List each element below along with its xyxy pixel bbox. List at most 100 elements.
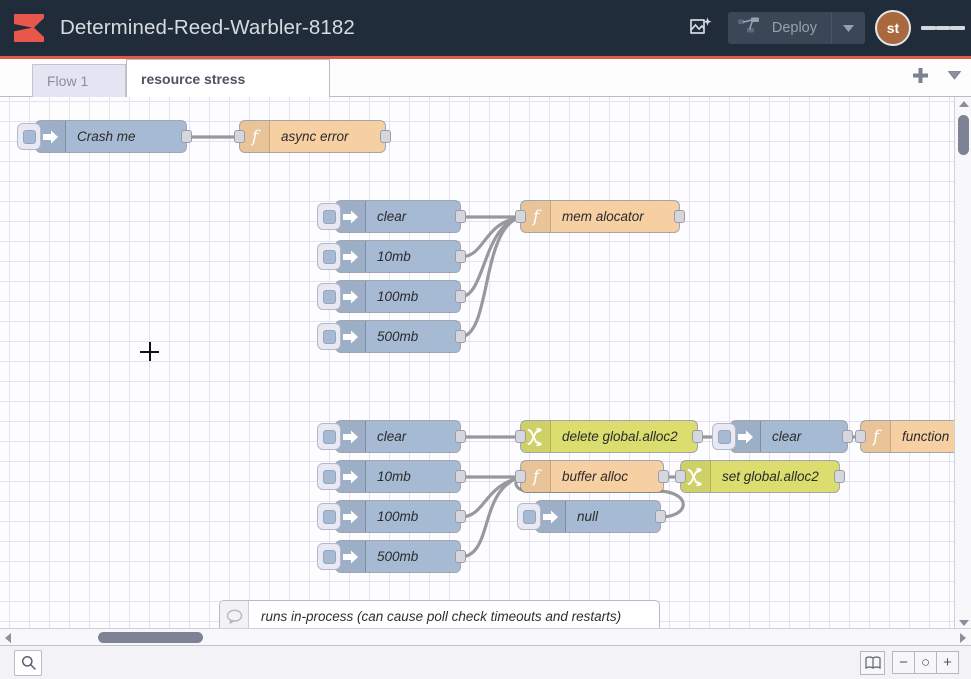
inject-trigger-button[interactable] <box>712 423 736 450</box>
chevron-down-icon[interactable] <box>937 62 971 90</box>
node-label: null <box>566 509 608 524</box>
node-body: fmem alocator <box>521 201 679 232</box>
hamburger-menu-icon[interactable] <box>921 0 965 56</box>
node-output-port[interactable] <box>455 210 466 223</box>
node-n6[interactable]: 500mb <box>336 321 460 352</box>
flow-canvas[interactable]: Crash mefasync errorclear10mb100mb500mbf… <box>0 97 971 645</box>
node-n17[interactable]: null <box>536 501 660 532</box>
avatar[interactable]: st <box>875 10 911 46</box>
node-input-port[interactable] <box>515 470 526 483</box>
navigator-book-icon[interactable] <box>860 651 885 675</box>
node-body: 10mb <box>336 241 460 272</box>
deploy-dropdown-caret[interactable] <box>831 12 865 44</box>
search-icon[interactable] <box>14 650 42 676</box>
node-body: null <box>536 501 660 532</box>
node-label: 100mb <box>366 289 428 304</box>
node-output-port[interactable] <box>455 430 466 443</box>
node-n2[interactable]: fasync error <box>240 121 385 152</box>
deploy-icon <box>738 17 762 39</box>
node-n5[interactable]: 100mb <box>336 281 460 312</box>
inject-trigger-button[interactable] <box>317 283 341 310</box>
inject-button-glyph <box>718 430 731 444</box>
node-label: Crash me <box>66 129 146 144</box>
node-output-port[interactable] <box>655 510 666 523</box>
node-n10[interactable]: 100mb <box>336 501 460 532</box>
node-n3[interactable]: clear <box>336 201 460 232</box>
node-output-port[interactable] <box>692 430 703 443</box>
node-output-port[interactable] <box>455 510 466 523</box>
zoom-in-button[interactable]: + <box>936 651 959 674</box>
node-n9[interactable]: 10mb <box>336 461 460 492</box>
tab-flow-1[interactable]: Flow 1 <box>32 64 126 97</box>
node-input-port[interactable] <box>515 430 526 443</box>
image-sparkle-icon[interactable] <box>678 0 724 56</box>
node-label: 500mb <box>366 549 428 564</box>
node-n1[interactable]: Crash me <box>36 121 186 152</box>
node-n7[interactable]: fmem alocator <box>521 201 679 232</box>
node-input-port[interactable] <box>515 210 526 223</box>
node-n8[interactable]: clear <box>336 421 460 452</box>
svg-text:f: f <box>530 467 541 486</box>
inject-trigger-button[interactable] <box>317 543 341 570</box>
svg-text:f: f <box>870 427 881 446</box>
status-bar: − ○ + <box>0 645 971 679</box>
node-output-port[interactable] <box>455 330 466 343</box>
inject-trigger-button[interactable] <box>317 323 341 350</box>
node-n15[interactable]: f buffer alloc <box>521 461 663 492</box>
node-output-port[interactable] <box>181 130 192 143</box>
node-body: 10mb <box>336 461 460 492</box>
node-label: 100mb <box>366 509 428 524</box>
page-title: Determined-Reed-Warbler-8182 <box>60 16 355 40</box>
node-output-port[interactable] <box>380 130 391 143</box>
inject-trigger-button[interactable] <box>317 423 341 450</box>
comment-bubble-icon <box>220 601 249 631</box>
inject-button-glyph <box>323 470 336 484</box>
inject-button-glyph <box>323 510 336 524</box>
node-input-port[interactable] <box>234 130 245 143</box>
deploy-button[interactable]: Deploy <box>728 12 865 44</box>
tab-resource-stress[interactable]: resource stress <box>126 59 330 97</box>
node-output-port[interactable] <box>455 470 466 483</box>
node-output-port[interactable] <box>834 470 845 483</box>
scroll-down-arrow-icon[interactable] <box>959 620 969 626</box>
node-output-port[interactable] <box>455 550 466 563</box>
node-output-port[interactable] <box>674 210 685 223</box>
vertical-scroll-thumb[interactable] <box>958 115 969 155</box>
scroll-right-arrow-icon[interactable] <box>960 633 966 643</box>
node-body: 500mb <box>336 321 460 352</box>
node-n11[interactable]: 500mb <box>336 541 460 572</box>
inject-trigger-button[interactable] <box>17 123 41 150</box>
inject-button-glyph <box>323 550 336 564</box>
node-output-port[interactable] <box>842 430 853 443</box>
node-n16[interactable]: set global.alloc2 <box>681 461 839 492</box>
node-body: 500mb <box>336 541 460 572</box>
inject-trigger-button[interactable] <box>317 203 341 230</box>
scroll-left-arrow-icon[interactable] <box>5 633 11 643</box>
node-output-port[interactable] <box>658 470 669 483</box>
inject-trigger-button[interactable] <box>317 243 341 270</box>
inject-trigger-button[interactable] <box>517 503 541 530</box>
node-body: Crash me <box>36 121 186 152</box>
node-output-port[interactable] <box>455 290 466 303</box>
node-label: 10mb <box>366 469 421 484</box>
node-input-port[interactable] <box>855 430 866 443</box>
node-label: buffer alloc <box>551 469 638 484</box>
canvas-horizontal-scrollbar[interactable] <box>0 628 971 645</box>
plus-icon[interactable] <box>903 62 937 90</box>
inject-button-glyph <box>323 430 336 444</box>
inject-trigger-button[interactable] <box>317 463 341 490</box>
zoom-out-button[interactable]: − <box>892 651 915 674</box>
node-body: clear <box>731 421 847 452</box>
scroll-up-arrow-icon[interactable] <box>959 101 969 107</box>
node-n4[interactable]: 10mb <box>336 241 460 272</box>
node-input-port[interactable] <box>675 470 686 483</box>
canvas-vertical-scrollbar[interactable] <box>954 97 971 630</box>
zoom-reset-button[interactable]: ○ <box>914 651 937 674</box>
node-output-port[interactable] <box>455 250 466 263</box>
node-n12[interactable]: delete global.alloc2 <box>521 421 697 452</box>
horizontal-scroll-thumb[interactable] <box>98 632 203 643</box>
inject-trigger-button[interactable] <box>317 503 341 530</box>
app-header: Determined-Reed-Warbler-8182 Deploy <box>0 0 971 59</box>
node-n13[interactable]: clear <box>731 421 847 452</box>
node-label: async error <box>270 129 359 144</box>
